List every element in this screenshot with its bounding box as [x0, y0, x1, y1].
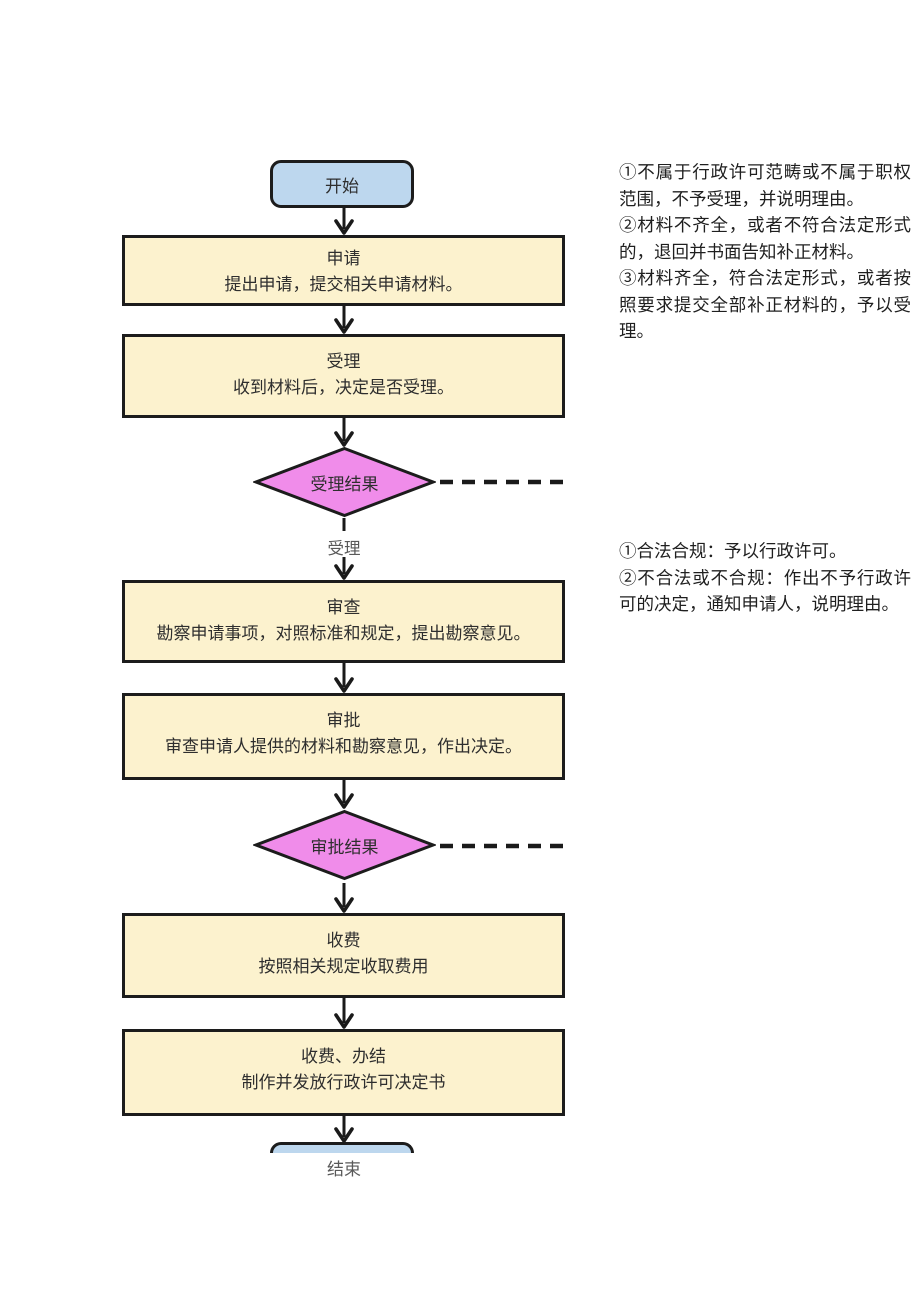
edge-label-accepted: 受理: [327, 539, 361, 558]
diamond-shape: [253, 809, 436, 881]
arrowhead-icon: [334, 677, 354, 693]
process-title: 申请: [326, 249, 361, 268]
arrowhead-icon: [334, 1127, 354, 1143]
annotation-item: ①不属于行政许可范畴或不属于职权范围，不予受理，并说明理由。: [619, 162, 911, 209]
decision-approval-result: 审批结果: [253, 809, 436, 881]
start-label: 开始: [325, 176, 359, 196]
process-desc: 提出申请，提交相关申请材料。: [224, 275, 463, 294]
process-desc: 制作并发放行政许可决定书: [241, 1073, 446, 1092]
annotation-item: ②材料不齐全，或者不符合法定形式的，退回并书面告知补正材料。: [619, 215, 911, 262]
arrowhead-icon: [334, 897, 354, 913]
annotation-item: ③材料齐全，符合法定形式，或者按照要求提交全部补正材料的，予以受理。: [619, 268, 911, 341]
process-title: 受理: [326, 352, 361, 371]
arrowhead-icon: [334, 564, 354, 580]
process-desc: 勘察申请事项，对照标准和规定，提出勘察意见。: [156, 624, 531, 643]
decision-label: 受理结果: [310, 474, 379, 494]
process-desc: 按照相关规定收取费用: [258, 957, 429, 976]
annotation-acceptance-rules: ①不属于行政许可范畴或不属于职权范围，不予受理，并说明理由。 ②材料不齐全，或者…: [619, 159, 911, 345]
annotation-item: ①合法合规：予以行政许可。: [619, 541, 847, 561]
process-box-charge: 收费 按照相关规定收取费用: [122, 913, 565, 998]
decision-label: 审批结果: [310, 837, 379, 857]
annotation-item: ②不合法或不合规：作出不予行政许可的决定，通知申请人，说明理由。: [619, 567, 911, 615]
process-title: 审查: [326, 598, 361, 617]
process-title: 收费: [326, 931, 361, 950]
annotation-approval-rules: ①合法合规：予以行政许可。 ②不合法或不合规：作出不予行政许可的决定，通知申请人…: [619, 538, 911, 618]
diamond-shape: [253, 446, 436, 518]
arrowhead-icon: [334, 318, 354, 334]
process-box-complete: 收费、办结 制作并发放行政许可决定书: [122, 1029, 565, 1116]
arrowhead-icon: [334, 1013, 354, 1029]
process-box-accept: 受理 收到材料后，决定是否受理。: [122, 334, 565, 418]
process-title: 收费、办结: [301, 1047, 386, 1066]
process-title: 审批: [326, 711, 361, 730]
process-desc: 收到材料后，决定是否受理。: [233, 378, 454, 397]
end-node-clipped: [270, 1142, 414, 1153]
end-label: 结束: [327, 1160, 361, 1179]
start-node: 开始: [270, 160, 414, 208]
arrowhead-icon: [334, 219, 354, 235]
process-box-review: 审查 勘察申请事项，对照标准和规定，提出勘察意见。: [122, 580, 565, 663]
process-box-apply: 申请 提出申请，提交相关申请材料。: [122, 235, 565, 306]
arrowhead-icon: [334, 431, 354, 447]
arrowhead-icon: [334, 793, 354, 809]
process-desc: 审查申请人提供的材料和勘察意见，作出决定。: [165, 737, 522, 756]
decision-acceptance-result: 受理结果: [253, 446, 436, 518]
process-box-approve: 审批 审查申请人提供的材料和勘察意见，作出决定。: [122, 693, 565, 780]
